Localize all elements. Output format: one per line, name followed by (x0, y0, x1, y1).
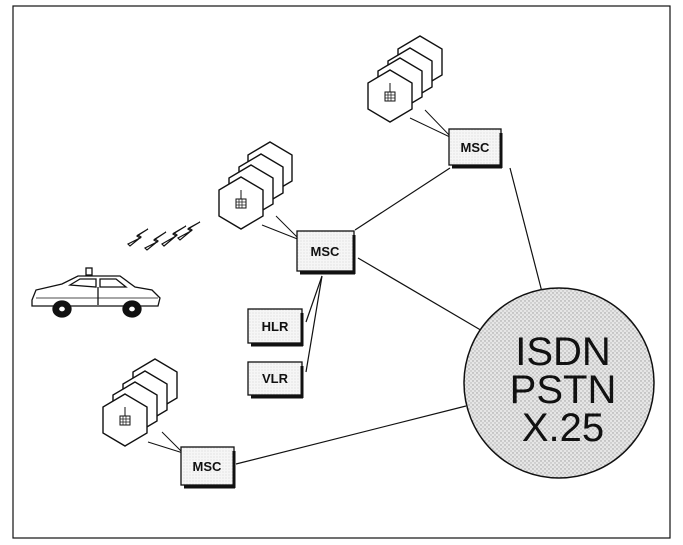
cell-cluster-bottom (102, 358, 184, 454)
vlr-label: VLR (262, 371, 289, 386)
msc-top-label: MSC (461, 140, 491, 155)
link-msc-mid-hlr (305, 275, 323, 323)
msc-mid-label: MSC (311, 244, 341, 259)
vlr-box: VLR (247, 361, 304, 399)
network-cloud: ISDN PSTN X.25 (463, 287, 655, 479)
network-label-isdn: ISDN (515, 330, 611, 374)
cell-cluster-middle (218, 141, 301, 241)
msc-mid-box: MSC (296, 230, 356, 275)
network-label-x25: X.25 (522, 406, 604, 450)
radio-signal-icon (126, 221, 201, 251)
base-station-icon (235, 190, 247, 209)
hlr-box: HLR (247, 308, 304, 347)
network-label-pstn: PSTN (510, 368, 617, 412)
link-msc-top-network (509, 167, 543, 293)
link-msc-mid-vlr (305, 275, 323, 373)
link-msc-mid-network (357, 257, 485, 333)
diagram-frame (12, 5, 671, 539)
connection-lines (235, 167, 543, 465)
car-icon (31, 267, 161, 318)
cell-cluster-top (367, 35, 453, 139)
base-station-icon (119, 407, 131, 426)
link-msc-bottom-network (235, 405, 467, 465)
base-station-icon (384, 83, 396, 102)
hlr-label: HLR (262, 319, 289, 334)
link-msc-top-msc-mid (354, 167, 451, 231)
msc-bottom-label: MSC (193, 459, 223, 474)
msc-top-box: MSC (448, 128, 503, 169)
msc-bottom-box: MSC (180, 446, 236, 489)
